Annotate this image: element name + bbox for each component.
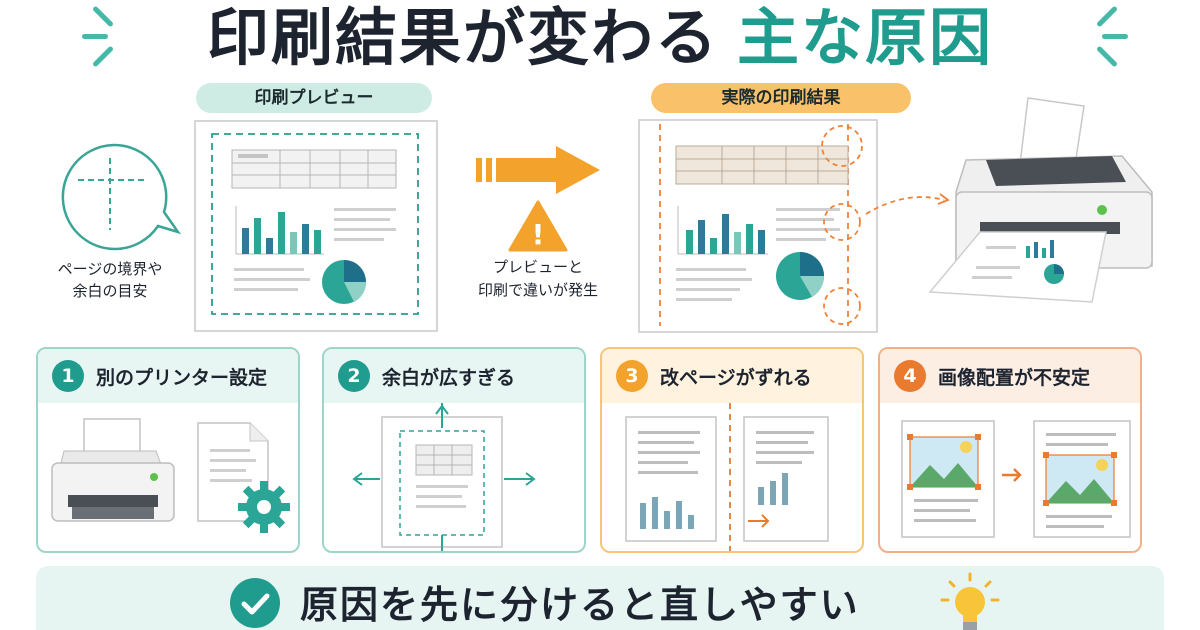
cause-4-illustration — [901, 420, 1131, 538]
image-icon — [1043, 452, 1117, 506]
bubble-text: ページの境界や 余白の目安 — [30, 258, 190, 302]
cause-card-1: 1 別のプリンター設定 — [36, 347, 300, 553]
actual-pie-chart — [776, 252, 825, 300]
preview-pie-chart — [322, 260, 367, 304]
title-accent: 主な原因 — [737, 1, 994, 74]
arrow-right-icon — [476, 146, 600, 194]
cause-label-3: 改ページがずれる — [660, 366, 812, 389]
bubble-illustration — [61, 143, 182, 251]
bubble-line-1: ページの境界や — [57, 260, 163, 278]
cause-2-illustration — [352, 403, 536, 551]
checkmark-icon — [230, 578, 280, 628]
preview-label: 印刷プレビュー — [196, 83, 432, 113]
page-title: 印刷結果が変わる主な原因 — [0, 2, 1200, 74]
cause-number-4: 4 — [894, 360, 926, 392]
warning-line-2: 印刷で違いが発生 — [477, 281, 598, 299]
overflow-markers — [821, 125, 950, 325]
cause-card-2-header: 2 余白が広すぎる — [324, 349, 584, 403]
warning-icon: ! — [508, 200, 568, 252]
cause-number-3: 3 — [616, 360, 648, 392]
image-icon — [907, 434, 981, 490]
cause-3-illustration — [625, 403, 829, 551]
sparkle-icon-right — [1080, 5, 1140, 68]
printer-icon — [51, 418, 175, 522]
cause-card-4-header: 4 画像配置が不安定 — [880, 349, 1140, 403]
cause-card-1-header: 1 別のプリンター設定 — [38, 349, 298, 403]
cause-card-3: 3 改ページがずれる — [600, 347, 864, 553]
lightbulb-icon — [940, 572, 1000, 630]
cause-label-4: 画像配置が不安定 — [938, 366, 1091, 389]
title-main: 印刷結果が変わる — [206, 1, 719, 74]
actual-page — [638, 119, 878, 333]
cause-number-1: 1 — [52, 360, 84, 392]
cause-card-3-header: 3 改ページがずれる — [602, 349, 862, 403]
sparkle-icon-left — [82, 5, 142, 68]
preview-bar-chart — [235, 206, 324, 255]
warning-line-1: プレビューと — [492, 258, 583, 276]
cause-card-2: 2 余白が広すぎる — [322, 347, 586, 553]
expand-arrow-up — [435, 404, 449, 428]
arrow-right-icon — [1002, 468, 1022, 482]
preview-text-lines — [234, 208, 396, 291]
gear-icon — [238, 481, 290, 533]
actual-table — [675, 145, 849, 185]
warning-symbol: ! — [532, 218, 545, 251]
actual-text-lines — [676, 208, 840, 301]
footer-text: 原因を先に分けると直しやすい — [300, 583, 860, 627]
cause-label-2: 余白が広すぎる — [382, 366, 516, 389]
crosshair-icon — [78, 158, 146, 230]
actual-result-label: 実際の印刷結果 — [651, 83, 911, 113]
cause-card-4: 4 画像配置が不安定 — [878, 347, 1142, 553]
cause-1-illustration — [51, 418, 290, 533]
cause-label-1: 別のプリンター設定 — [96, 366, 268, 389]
printer-icon — [928, 97, 1153, 303]
bubble-line-2: 余白の目安 — [72, 282, 148, 300]
arrow-right-icon — [748, 514, 770, 528]
warning-text: プレビューと 印刷で違いが発生 — [448, 256, 628, 302]
cause-number-2: 2 — [338, 360, 370, 392]
preview-page — [194, 120, 438, 332]
actual-bar-chart — [677, 206, 768, 255]
preview-table — [231, 149, 397, 189]
